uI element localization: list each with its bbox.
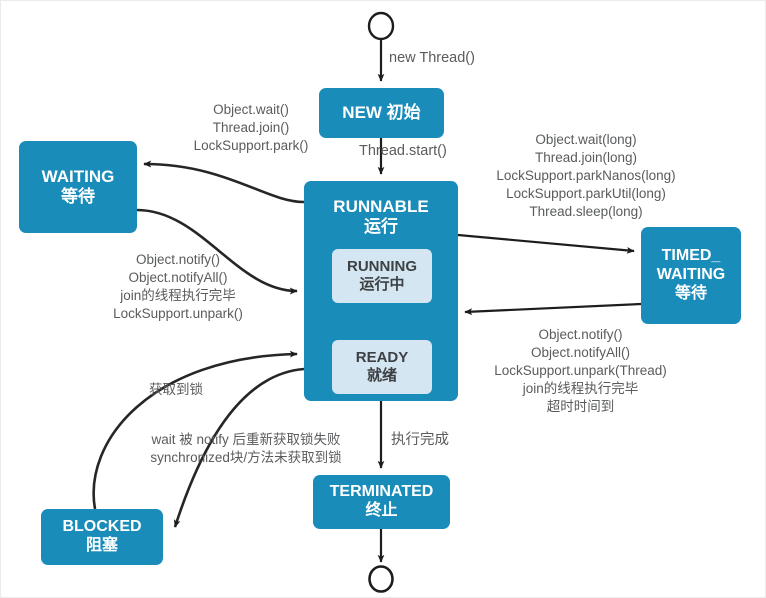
start-node-circle bbox=[367, 11, 395, 41]
state-node-terminated[interactable]: TERMINATED 终止 bbox=[313, 475, 450, 529]
edge-label-new-thread: new Thread() bbox=[389, 50, 475, 66]
edge-label-from-timed-waiting: Object.notify() Object.notifyAll() LockS… bbox=[494, 327, 667, 414]
state-node-running-label-cn: 运行中 bbox=[359, 276, 405, 293]
state-node-timed-waiting-label-en1: TIMED_ bbox=[661, 247, 721, 265]
state-node-waiting[interactable]: WAITING 等待 bbox=[19, 141, 137, 233]
state-node-ready-label-en: READY bbox=[355, 349, 409, 366]
state-node-ready[interactable]: READY 就绪 bbox=[332, 340, 432, 394]
end-node-circle bbox=[368, 565, 394, 593]
edge-label-from-blocked: 获取到锁 bbox=[149, 382, 203, 397]
edge-timed-waiting-to-runnable bbox=[464, 302, 642, 316]
state-node-running[interactable]: RUNNING 运行中 bbox=[332, 249, 432, 303]
state-node-ready-label-cn: 就绪 bbox=[366, 367, 397, 384]
state-node-terminated-label-cn: 终止 bbox=[365, 502, 398, 519]
edge-label-thread-start: Thread.start() bbox=[359, 143, 447, 159]
state-node-running-label-en: RUNNING bbox=[347, 258, 417, 275]
state-node-terminated-label-en: TERMINATED bbox=[329, 483, 434, 501]
edge-label-to-timed-waiting: Object.wait(long) Thread.join(long) Lock… bbox=[496, 132, 676, 219]
edge-runnable-to-waiting bbox=[143, 160, 305, 204]
state-node-blocked-label-cn: 阻塞 bbox=[85, 537, 118, 554]
state-node-timed-waiting-label-cn: 等待 bbox=[674, 284, 707, 302]
state-node-waiting-label-cn: 等待 bbox=[61, 187, 95, 206]
edge-runnable-to-timed-waiting bbox=[457, 233, 635, 254]
state-node-waiting-label-en: WAITING bbox=[41, 166, 115, 186]
edge-label-to-terminated: 执行完成 bbox=[391, 432, 449, 448]
state-node-timed-waiting-label-en2: WAITING bbox=[656, 266, 726, 284]
state-node-timed-waiting[interactable]: TIMED_ WAITING 等待 bbox=[641, 227, 741, 324]
state-node-runnable-label-en: RUNNABLE bbox=[333, 197, 429, 216]
state-node-blocked[interactable]: BLOCKED 阻塞 bbox=[41, 509, 163, 565]
state-node-runnable-label-cn: 运行 bbox=[364, 217, 398, 237]
edge-label-from-waiting: Object.notify() Object.notifyAll() join的… bbox=[113, 252, 243, 321]
state-node-blocked-label-en: BLOCKED bbox=[62, 518, 142, 536]
edge-label-to-waiting: Object.wait() Thread.join() LockSupport.… bbox=[193, 102, 309, 153]
edge-label-to-blocked: wait 被 notify 后重新获取锁失败 synchronized块/方法未… bbox=[150, 432, 342, 465]
state-node-new[interactable]: NEW 初始 bbox=[319, 88, 444, 138]
state-node-new-label: NEW 初始 bbox=[342, 102, 421, 122]
